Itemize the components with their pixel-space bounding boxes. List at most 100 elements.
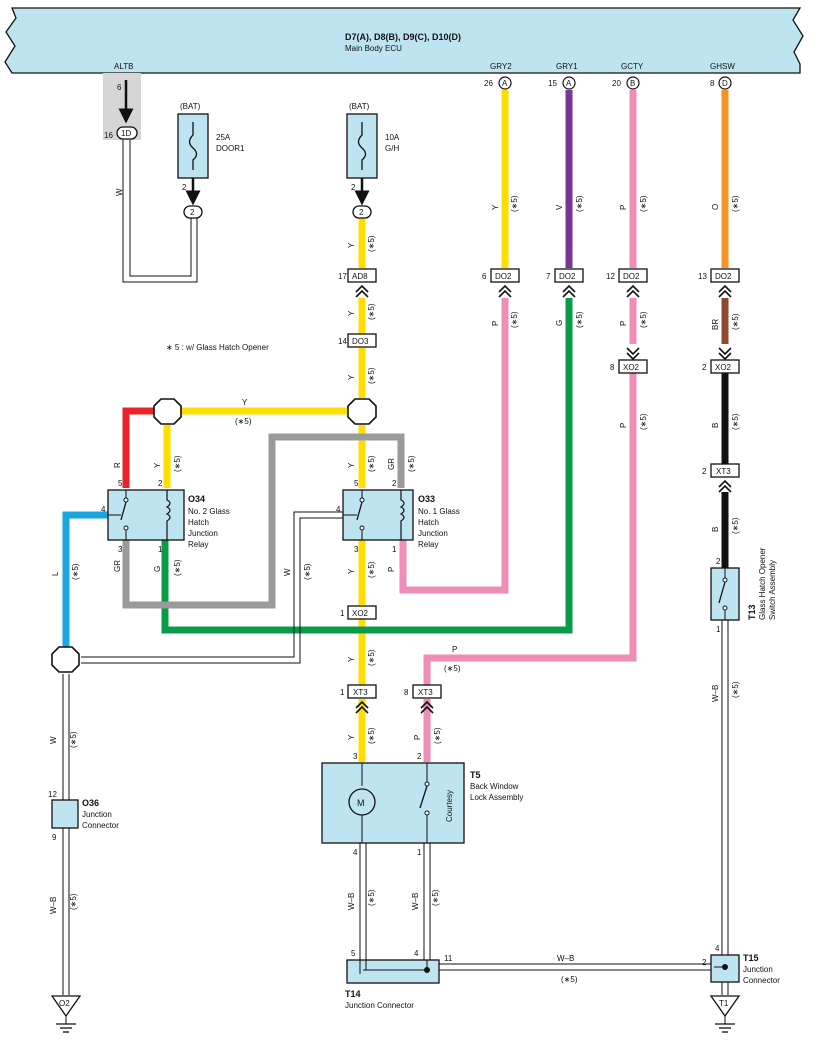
svg-text:14: 14 — [338, 337, 347, 346]
svg-text:AD8: AD8 — [352, 272, 368, 281]
svg-text:P: P — [491, 321, 500, 326]
svg-text:P: P — [619, 205, 628, 210]
svg-text:L: L — [51, 571, 60, 576]
svg-text:O34: O34 — [188, 494, 205, 504]
svg-text:3: 3 — [354, 545, 359, 554]
svg-text:2: 2 — [702, 958, 707, 967]
connector-xo2-main: 1 XO2 — [340, 605, 377, 620]
svg-text:W–B: W–B — [411, 893, 420, 910]
svg-text:5: 5 — [354, 479, 359, 488]
relay-o34: 5 2 4 3 1 O34 No. 2 Glass Hatch Junction… — [101, 479, 230, 554]
svg-text:W: W — [49, 736, 58, 744]
junction-connector-o36: 12 9 O36 Junction Connector — [48, 790, 119, 842]
svg-text:Hatch: Hatch — [188, 518, 209, 527]
svg-text:6: 6 — [482, 272, 487, 281]
svg-text:26: 26 — [484, 79, 493, 88]
svg-text:(∗5): (∗5) — [639, 195, 648, 212]
ecu-pin-gry2: GRY2 — [490, 62, 512, 71]
junction-connector-t15: 2 4 T15 Junction Connector — [702, 944, 780, 985]
ecu-subtitle: Main Body ECU — [345, 44, 402, 53]
svg-text:XT3: XT3 — [418, 688, 433, 697]
svg-text:9: 9 — [52, 833, 57, 842]
svg-text:B: B — [711, 527, 720, 532]
courtesy-label: Courtesy — [445, 790, 454, 822]
svg-text:15: 15 — [548, 79, 557, 88]
svg-text:12: 12 — [606, 272, 615, 281]
svg-text:B: B — [711, 423, 720, 428]
svg-text:4: 4 — [414, 949, 419, 958]
svg-text:T14: T14 — [345, 989, 361, 999]
svg-text:(∗5): (∗5) — [173, 455, 182, 472]
ecu-pin-altb-num: 6 — [117, 83, 122, 92]
svg-text:(∗5): (∗5) — [731, 681, 740, 698]
svg-text:W–B: W–B — [711, 685, 720, 702]
svg-text:DO2: DO2 — [495, 272, 512, 281]
svg-text:5: 5 — [118, 479, 123, 488]
svg-text:(∗5): (∗5) — [433, 727, 442, 744]
svg-text:Y: Y — [347, 656, 356, 662]
glass-hatch-opener-switch: 2 1 T13 Glass Hatch Opener Switch Assemb… — [710, 547, 777, 634]
svg-text:10A: 10A — [385, 133, 400, 142]
relay-o33: 5 2 4 3 1 O33 No. 1 Glass Hatch Junction… — [336, 479, 460, 554]
connector-xt3-main: 1 XT3 — [340, 684, 377, 714]
svg-text:2: 2 — [702, 363, 707, 372]
svg-text:XT3: XT3 — [353, 688, 368, 697]
svg-text:(∗5): (∗5) — [575, 311, 584, 328]
svg-text:(∗5): (∗5) — [303, 563, 312, 580]
svg-text:(∗5): (∗5) — [731, 195, 740, 212]
svg-text:W–B: W–B — [557, 954, 574, 963]
svg-text:(∗5): (∗5) — [639, 413, 648, 430]
svg-text:O2: O2 — [59, 999, 70, 1008]
wires — [62, 90, 729, 995]
main-body-ecu: D7(A), D8(B), D9(C), D10(D) Main Body EC… — [4, 7, 804, 74]
svg-text:Junction: Junction — [188, 529, 218, 538]
svg-text:Y: Y — [347, 242, 356, 248]
svg-text:2: 2 — [182, 183, 187, 192]
svg-text:Switch Assembly: Switch Assembly — [768, 560, 777, 620]
svg-text:XO2: XO2 — [352, 609, 369, 618]
svg-text:4: 4 — [101, 505, 106, 514]
svg-text:1: 1 — [158, 545, 163, 554]
svg-text:(∗5): (∗5) — [575, 195, 584, 212]
fuse-gh: (BAT) 10A G/H 2 2 — [346, 102, 400, 219]
svg-text:(∗5): (∗5) — [367, 727, 376, 744]
svg-text:(∗5): (∗5) — [561, 975, 578, 984]
svg-text:V: V — [555, 204, 564, 210]
svg-text:(∗5): (∗5) — [69, 731, 78, 748]
svg-text:(∗5): (∗5) — [510, 311, 519, 328]
svg-text:P: P — [452, 645, 457, 654]
svg-text:Back Window: Back Window — [470, 782, 519, 791]
svg-text:No. 1 Glass: No. 1 Glass — [418, 507, 460, 516]
svg-text:Y: Y — [347, 734, 356, 740]
svg-text:W: W — [115, 188, 124, 196]
svg-text:O33: O33 — [418, 494, 435, 504]
svg-text:1: 1 — [340, 609, 345, 618]
junction-connector-t14: 5 4 11 T14 Junction Connector — [345, 949, 453, 1010]
svg-text:(∗5): (∗5) — [731, 313, 740, 330]
ecu-pin-circles: 26 A 15 A 20 B 8 D — [484, 76, 732, 90]
ecu-pin-altb: ALTB — [114, 62, 133, 71]
svg-text:(∗5): (∗5) — [444, 664, 461, 673]
ground-o2: O2 — [50, 995, 82, 1033]
svg-text:P: P — [387, 567, 396, 572]
svg-text:T1: T1 — [719, 999, 729, 1008]
svg-text:(∗5): (∗5) — [367, 561, 376, 578]
connector-do2-b: 7 DO2 — [546, 268, 584, 298]
svg-text:Y: Y — [347, 462, 356, 468]
connector-xt3-pink: 8 XT3 — [404, 684, 442, 714]
svg-text:2: 2 — [716, 557, 721, 566]
svg-text:Y: Y — [347, 374, 356, 380]
svg-text:3: 3 — [118, 545, 123, 554]
svg-text:8: 8 — [404, 688, 409, 697]
svg-text:W–B: W–B — [347, 893, 356, 910]
svg-text:(∗5): (∗5) — [367, 889, 376, 906]
svg-text:Relay: Relay — [188, 540, 208, 549]
svg-text:1: 1 — [417, 848, 422, 857]
svg-text:DO2: DO2 — [623, 272, 640, 281]
svg-text:Junction: Junction — [743, 965, 773, 974]
svg-text:G: G — [153, 566, 162, 572]
svg-text:2: 2 — [359, 208, 364, 217]
svg-text:P: P — [413, 735, 422, 740]
connector-do3: 14 DO3 — [338, 333, 377, 348]
svg-text:P: P — [619, 423, 628, 428]
